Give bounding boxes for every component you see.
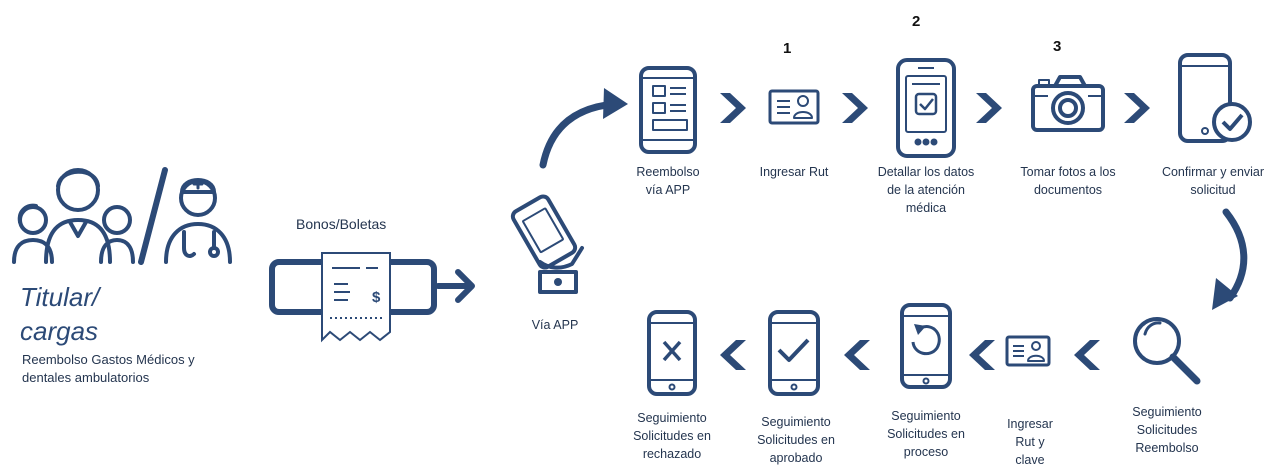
step-label-confirmar: Confirmar y enviar solicitud (1161, 165, 1265, 197)
step-label-seguimiento-rechazado: Seguimiento Solicitudes en rechazado (633, 411, 711, 461)
camera-icon (1031, 75, 1105, 132)
chevron-left-icons (720, 340, 1100, 370)
step-label-detallar: Detallar los datos de la atención médica (877, 165, 975, 215)
via-app-label: Vía APP (531, 318, 579, 332)
phone-confirm-icon (1178, 53, 1252, 143)
step-label-ingresar-rut-clave: Ingresar Rut y clave (1007, 417, 1053, 467)
curved-arrow-down (1222, 208, 1248, 302)
phone-refresh-icon (900, 303, 952, 389)
step-number-1: 1 (783, 40, 792, 57)
step-number-2: 2 (912, 13, 921, 30)
curved-arrow-down-head (1212, 278, 1238, 310)
arrow-to-via-app (435, 269, 475, 303)
step-label-seguimiento-reembolso: Seguimiento Solicitudes Reembolso (1132, 405, 1202, 455)
step-label-tomar-fotos: Tomar fotos a los documentos (1020, 165, 1116, 197)
phone-app-icon (639, 66, 697, 154)
step-number-3: 3 (1053, 38, 1062, 55)
step-label-seguimiento-aprobado: Seguimiento Solicitudes en aprobado (757, 415, 835, 465)
people-group-icon (12, 167, 232, 265)
hand-phone-icon (510, 194, 584, 294)
bonos-label: Bonos/Boletas (296, 216, 387, 232)
step-label-seguimiento-proceso: Seguimiento Solicitudes en proceso (887, 409, 965, 459)
chevron-right-icons (720, 93, 1150, 123)
step-label-reembolso-app: Reembolso vía APP (636, 165, 700, 197)
phone-check-icon (768, 310, 820, 396)
phone-x-icon (647, 310, 697, 396)
receipt-icon: $ (269, 252, 437, 343)
curved-arrow-up-head (603, 88, 628, 119)
svg-text:$: $ (372, 289, 381, 306)
magnifier-icon (1133, 317, 1201, 385)
phone-check-doc-icon (896, 58, 956, 158)
titular-subtitle: Reembolso Gastos Médicos y dentales ambu… (22, 352, 195, 385)
titular-title: Titular/ cargas (20, 282, 100, 346)
curved-arrow-up (539, 100, 618, 169)
id-card-icon-bottom (1005, 335, 1051, 367)
step-label-ingresar-rut: Ingresar Rut (759, 165, 829, 179)
id-card-icon (768, 89, 820, 125)
